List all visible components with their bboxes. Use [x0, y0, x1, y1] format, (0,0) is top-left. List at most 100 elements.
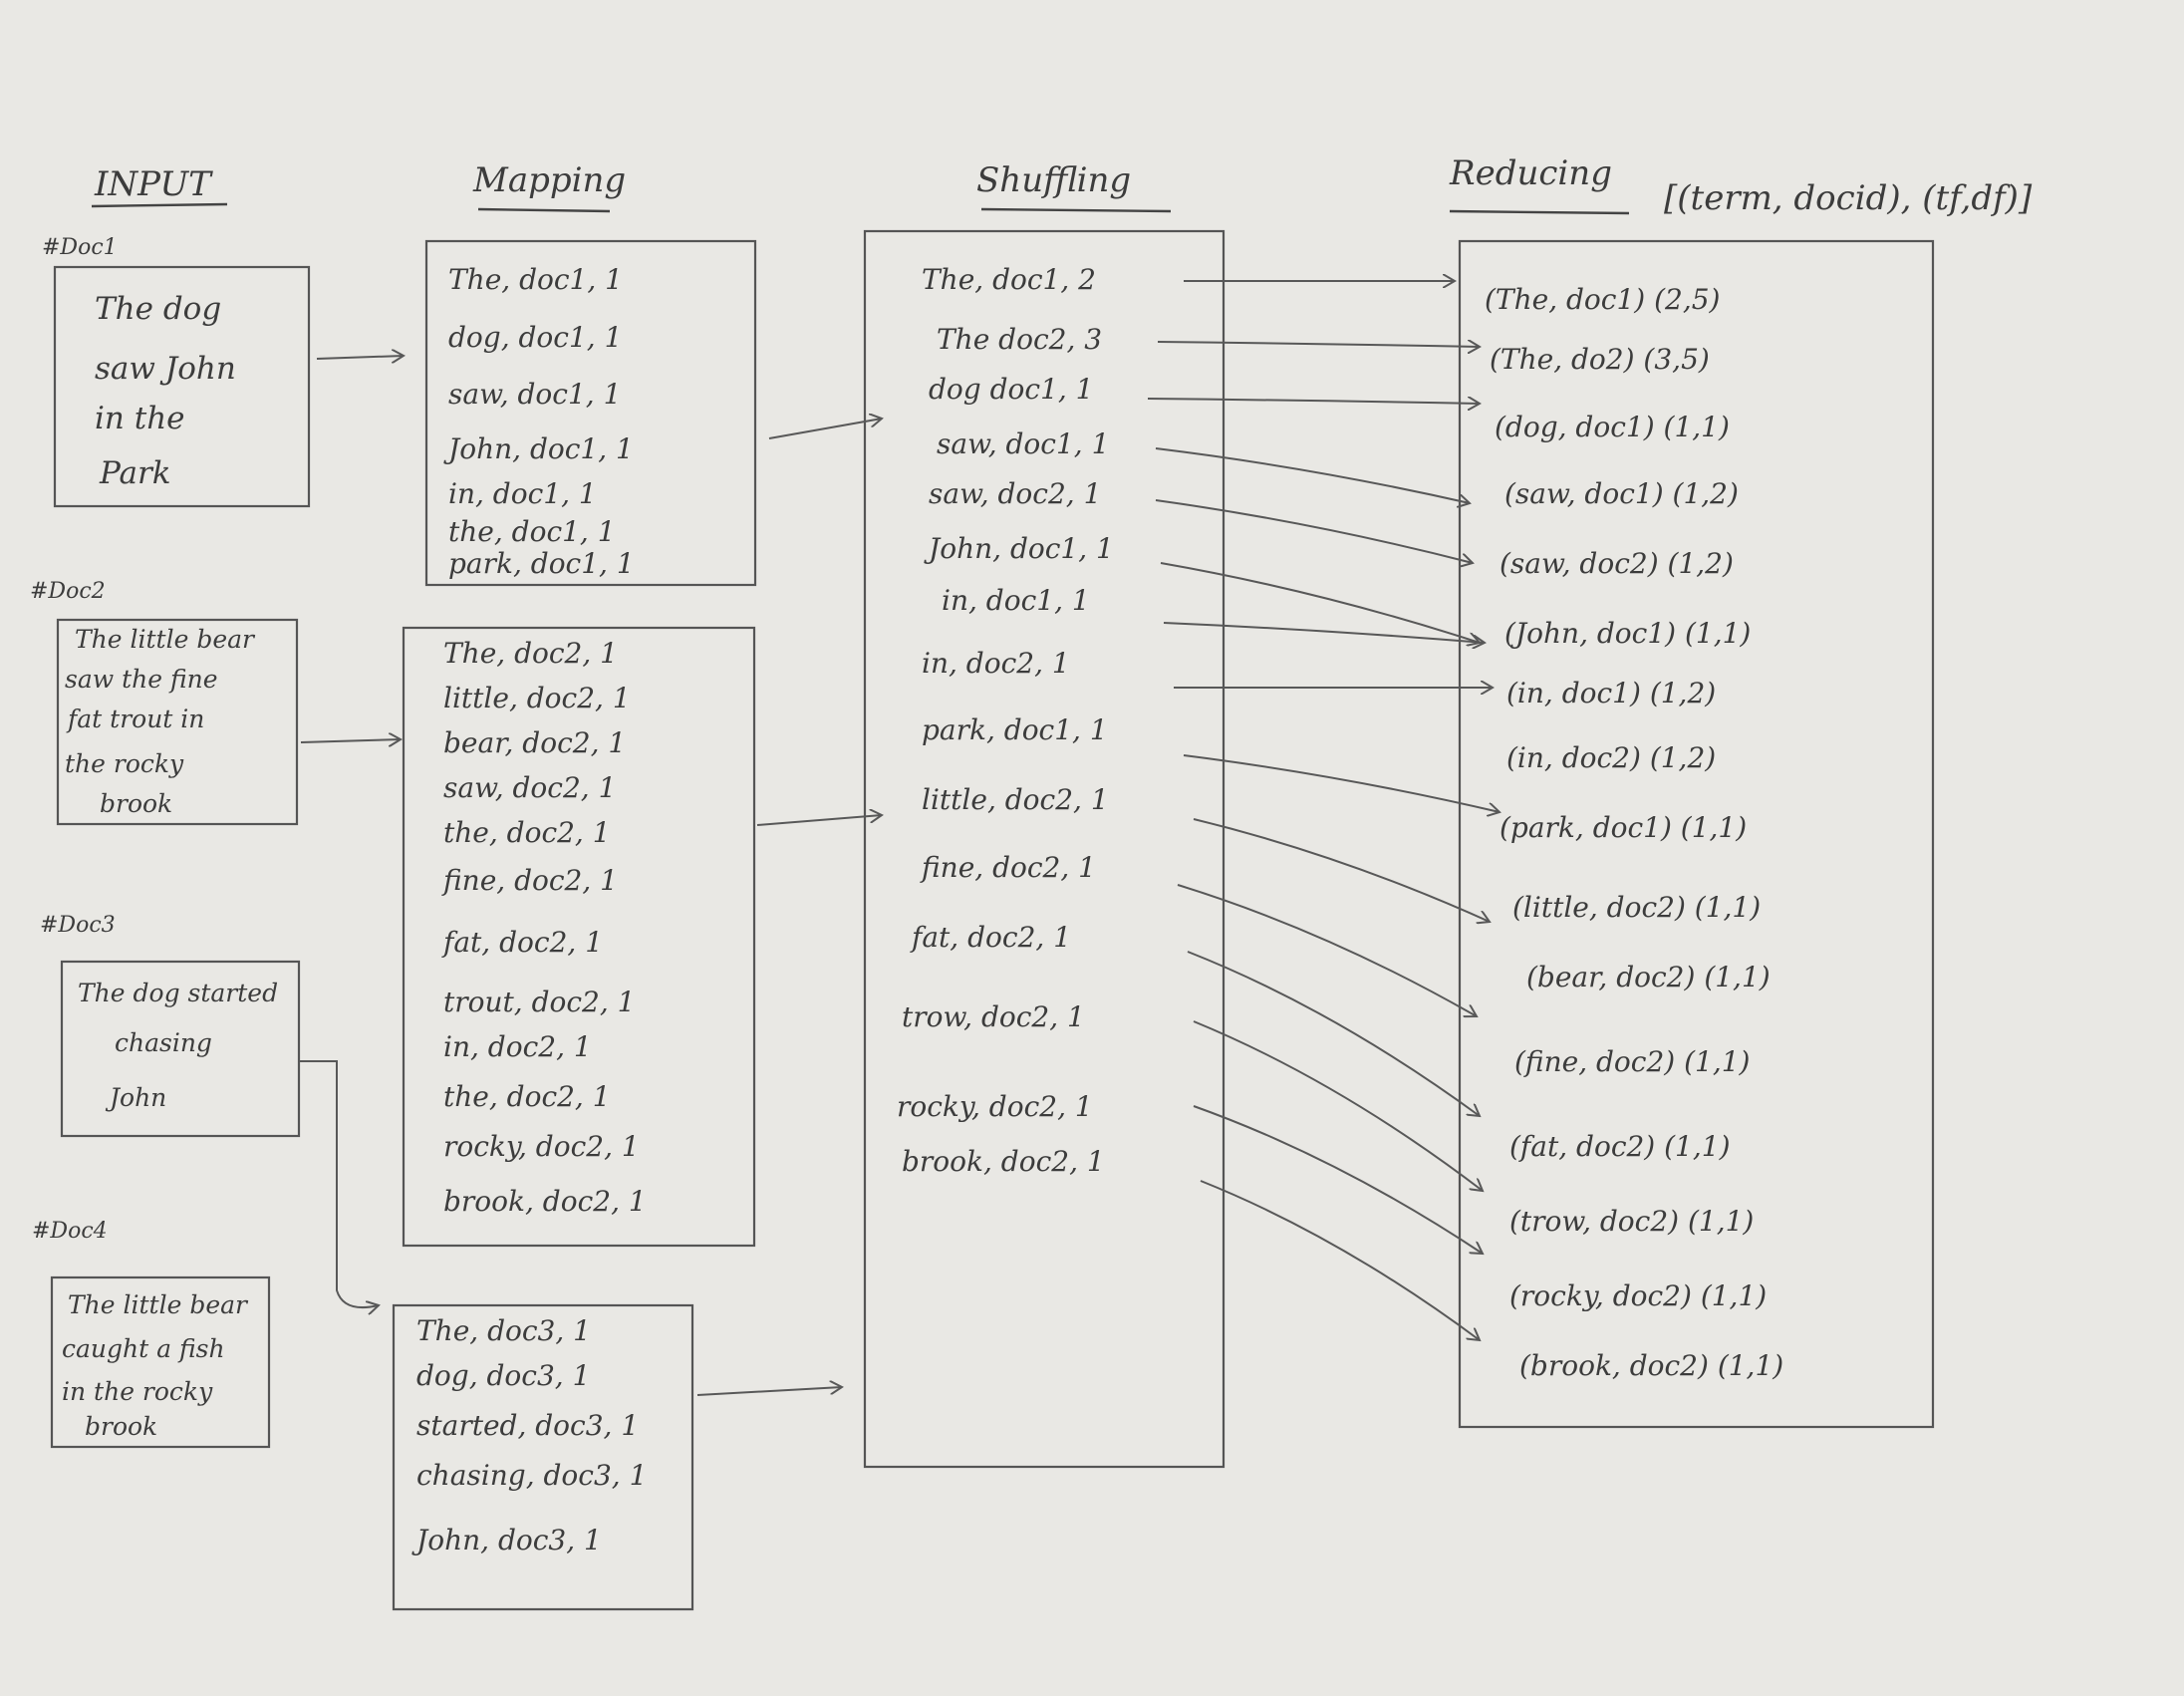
reducing-entry: (saw, doc2) (1,2): [1500, 547, 1734, 580]
reducing-entry: (in, doc1) (1,2): [1506, 677, 1716, 709]
arrow-map1-to-shuffle: [768, 419, 882, 439]
mapping-box-1: [424, 239, 757, 587]
reducing-entry: (The, doc1) (2,5): [1485, 283, 1720, 316]
reducing-entry: (park, doc1) (1,1): [1500, 811, 1747, 844]
input-header: INPUT: [94, 164, 213, 204]
doc4-line: caught a fish: [62, 1334, 225, 1363]
reducing-header-underline: [1449, 209, 1630, 215]
doc2-box: [56, 618, 299, 826]
shuffling-entry: in, doc2, 1: [922, 647, 1070, 680]
arrow-map3-to-shuffle: [696, 1387, 842, 1396]
mapping-entry: rocky, doc2, 1: [443, 1130, 640, 1163]
shuffle-to-reduce-arrow: [1200, 1180, 1480, 1340]
doc4-line: brook: [85, 1412, 157, 1441]
arrow-doc2-to-map: [300, 739, 401, 742]
shuffling-header-underline: [980, 207, 1172, 213]
shuffling-entry: rocky, doc2, 1: [897, 1090, 1093, 1123]
doc3-label: #Doc3: [40, 913, 116, 938]
shuffling-entry: fat, doc2, 1: [910, 921, 1071, 954]
shuffling-entry: trow, doc2, 1: [902, 1000, 1085, 1033]
mapping-header: Mapping: [472, 160, 626, 200]
mapping-entry: fine, doc2, 1: [441, 864, 618, 897]
shuffle-to-reduce-arrow: [1155, 447, 1470, 503]
mapping-entry: chasing, doc3, 1: [416, 1459, 647, 1492]
reducing-entry: (fat, doc2) (1,1): [1509, 1130, 1731, 1163]
doc1-box: [53, 265, 311, 508]
mapping-entries: The, doc1, 1 dog, doc1, 1 saw, doc1, 1 John…: [411, 263, 647, 1556]
reducing-format: [(term, docid), (tf,df)]: [1664, 178, 2033, 218]
mapping-entry: John, doc1, 1: [443, 432, 634, 465]
shuffle-to-reduce-arrow: [1193, 818, 1490, 922]
reducing-entry: (rocky, doc2) (1,1): [1509, 1279, 1767, 1312]
arrow-doc1-to-map: [316, 356, 404, 359]
shuffling-entry: John, doc1, 1: [924, 532, 1114, 565]
doc2-line: the rocky: [65, 749, 184, 778]
shuffle-to-reduce-arrow: [1193, 1105, 1483, 1254]
reducing-entry: (saw, doc1) (1,2): [1504, 477, 1739, 510]
mapping-header-underline: [477, 207, 611, 213]
shuffle-to-reduce-arrows: [1147, 281, 1500, 1340]
doc2-label: #Doc2: [30, 579, 106, 604]
shuffle-to-reduce-arrow: [1177, 884, 1477, 1016]
reducing-entry: (John, doc1) (1,1): [1504, 617, 1751, 650]
shuffle-to-reduce-arrow: [1160, 562, 1480, 643]
mapping-entry: the, doc2, 1: [443, 816, 611, 849]
arrow-map2-to-shuffle: [756, 815, 882, 826]
mapping-entry: started, doc3, 1: [416, 1409, 639, 1442]
doc2-line: saw the fine: [65, 665, 218, 694]
input-header-underline: [91, 202, 228, 208]
shuffling-entry: brook, doc2, 1: [902, 1145, 1105, 1178]
doc4-line: in the rocky: [62, 1377, 213, 1406]
mapping-entry: The, doc3, 1: [416, 1314, 591, 1347]
shuffle-to-reduce-arrow: [1187, 951, 1480, 1116]
mapping-box-2: [402, 626, 756, 1248]
shuffle-to-reduce-arrow: [1183, 754, 1500, 812]
doc1-line: Park: [99, 455, 171, 491]
mapping-entry: little, doc2, 1: [443, 682, 631, 714]
shuffling-entry: fine, doc2, 1: [920, 851, 1096, 884]
mapping-entry: saw, doc1, 1: [448, 378, 621, 411]
doc3-line: chasing: [115, 1028, 212, 1057]
mapping-entry: trout, doc2, 1: [443, 986, 635, 1018]
mapping-entry: The, doc2, 1: [443, 637, 618, 670]
reducing-entry: (bear, doc2) (1,1): [1526, 961, 1771, 993]
doc2-line: The little bear: [75, 625, 256, 654]
doc1-label: #Doc1: [42, 235, 118, 260]
doc3-line: John: [105, 1083, 166, 1112]
doc1-line: The dog: [95, 291, 221, 327]
doc1-line: in the: [95, 401, 185, 436]
mapping-entry: the, doc2, 1: [443, 1080, 611, 1113]
shuffling-entry: saw, doc1, 1: [937, 427, 1109, 460]
mapping-entry: fat, doc2, 1: [441, 926, 603, 959]
reducing-entry: (brook, doc2) (1,1): [1519, 1349, 1783, 1382]
reducing-entry: (fine, doc2) (1,1): [1514, 1045, 1750, 1078]
reducing-entry: (little, doc2) (1,1): [1512, 891, 1761, 924]
shuffle-to-reduce-arrow: [1163, 622, 1485, 643]
doc4-label: #Doc4: [32, 1219, 108, 1244]
doc3-box: [60, 960, 301, 1138]
mapping-entry: The, doc1, 1: [448, 263, 623, 296]
mapping-entry: John, doc3, 1: [411, 1524, 602, 1556]
doc3-line: The dog started: [78, 979, 278, 1007]
doc1-line: saw John: [95, 351, 236, 387]
shuffling-entry: dog doc1, 1: [929, 373, 1094, 406]
mapping-entry: saw, doc2, 1: [443, 771, 616, 804]
mapping-entry: bear, doc2, 1: [443, 726, 626, 759]
doc4-line: The little bear: [68, 1290, 249, 1319]
doc2-line: brook: [100, 789, 172, 818]
mapping-entry: dog, doc1, 1: [448, 321, 622, 354]
reducing-entry: (trow, doc2) (1,1): [1509, 1205, 1754, 1238]
reducing-entry: (dog, doc1) (1,1): [1495, 411, 1730, 443]
shuffling-entry: saw, doc2, 1: [929, 477, 1101, 510]
mapping-entry: dog, doc3, 1: [416, 1359, 590, 1392]
shuffling-entry: little, doc2, 1: [922, 783, 1109, 816]
reducing-box: [1458, 239, 1935, 1429]
shuffle-to-reduce-arrow: [1193, 1020, 1483, 1191]
mapping-entry: in, doc1, 1: [448, 477, 597, 510]
mapping-entry: brook, doc2, 1: [443, 1185, 647, 1218]
mapping-entry: the, doc1, 1: [448, 515, 616, 548]
shuffle-to-reduce-arrow: [1155, 499, 1473, 563]
shuffling-entry: in, doc1, 1: [942, 584, 1090, 617]
